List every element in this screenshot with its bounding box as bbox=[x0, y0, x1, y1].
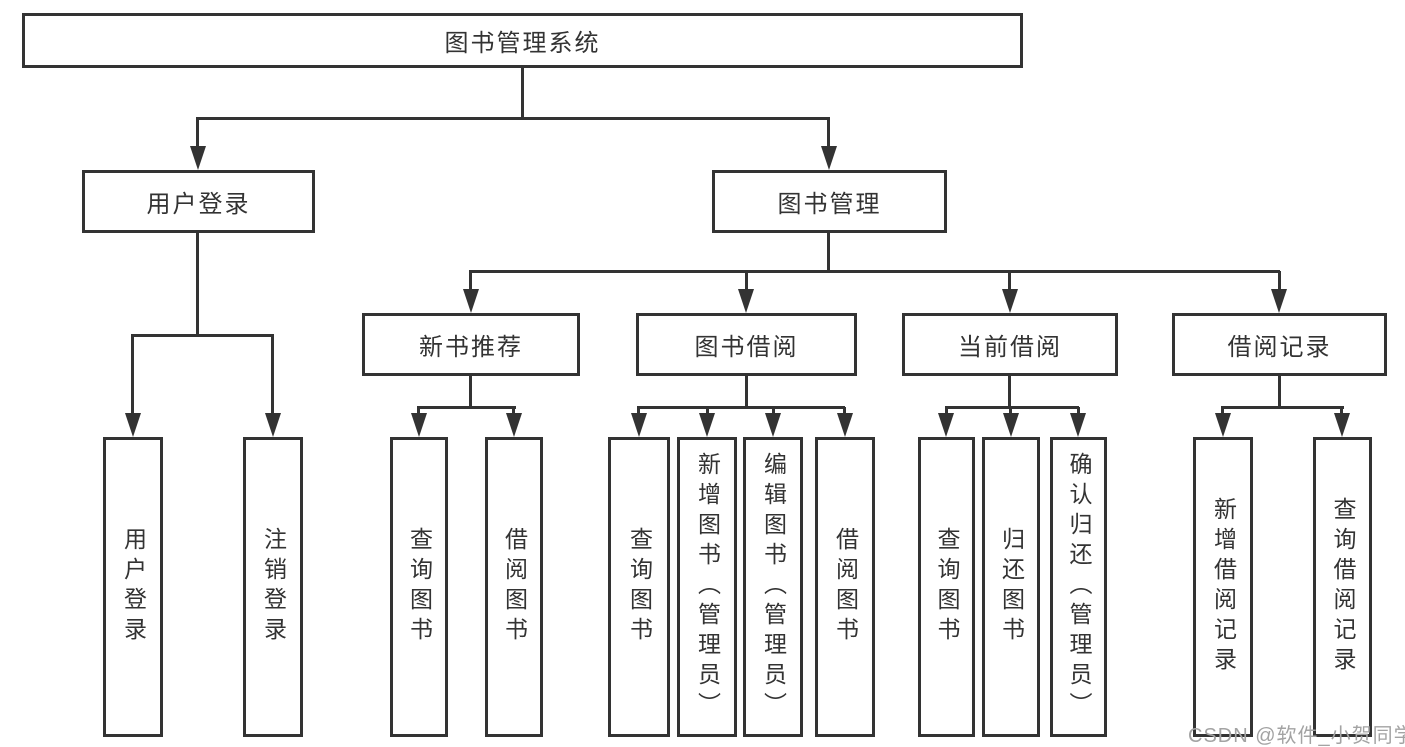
connector-rail-new-book-recommend bbox=[417, 406, 516, 409]
arrow-shaft bbox=[417, 407, 420, 417]
connector-rail-current-borrowing bbox=[945, 406, 1079, 409]
arrowhead-down-icon bbox=[411, 413, 427, 437]
node-book-management: 图书管理 bbox=[712, 170, 947, 233]
arrowhead-down-icon bbox=[1271, 289, 1287, 313]
leaf-query-books-recommend: 查询图书 bbox=[390, 437, 448, 737]
leaf-label: 查询图书 bbox=[934, 527, 960, 647]
arrowhead-down-icon bbox=[1003, 413, 1019, 437]
node-book-borrowing: 图书借阅 bbox=[636, 313, 857, 376]
connector-rail-level3 bbox=[469, 270, 1280, 273]
node-new-book-recommend: 新书推荐 bbox=[362, 313, 580, 376]
arrowhead-down-icon bbox=[765, 413, 781, 437]
connector-stem-current-borrowing bbox=[1008, 376, 1011, 407]
arrowhead-down-icon bbox=[631, 413, 647, 437]
arrow-shaft bbox=[512, 407, 515, 417]
leaf-borrow-books-borrow: 借阅图书 bbox=[815, 437, 875, 737]
leaf-label: 用户登录 bbox=[120, 527, 147, 647]
leaf-label: 新增借阅记录 bbox=[1210, 497, 1237, 677]
arrow-shaft bbox=[706, 407, 709, 417]
arrow-shaft bbox=[945, 407, 948, 417]
leaf-label: 借阅图书 bbox=[501, 527, 528, 647]
node-root: 图书管理系统 bbox=[22, 13, 1023, 68]
leaf-label: 注销登录 bbox=[260, 527, 287, 647]
leaf-label: 查询图书 bbox=[626, 527, 653, 647]
connector-stem-book-borrowing bbox=[745, 376, 748, 407]
arrow-shaft bbox=[1077, 407, 1080, 417]
leaf-borrow-books-recommend: 借阅图书 bbox=[485, 437, 543, 737]
arrow-shaft bbox=[469, 271, 472, 293]
arrowhead-down-icon bbox=[506, 413, 522, 437]
arrowhead-down-icon bbox=[837, 413, 853, 437]
arrow-shaft bbox=[745, 271, 748, 293]
arrow-shaft bbox=[1221, 407, 1224, 417]
connector-rail-borrowing-records bbox=[1221, 406, 1344, 409]
arrowhead-down-icon bbox=[821, 146, 837, 170]
leaf-edit-book-admin: 编辑图书（管理员） bbox=[743, 437, 803, 737]
arrowhead-down-icon bbox=[265, 413, 281, 437]
leaf-query-borrow-record: 查询借阅记录 bbox=[1313, 437, 1372, 737]
connector-stem-book-management bbox=[827, 233, 830, 271]
arrowhead-down-icon bbox=[738, 289, 754, 313]
node-user-login: 用户登录 bbox=[82, 170, 315, 233]
arrowhead-down-icon bbox=[463, 289, 479, 313]
connector-stem-user-login bbox=[196, 233, 199, 336]
arrow-shaft bbox=[827, 118, 830, 150]
leaf-confirm-return-admin: 确认归还（管理员） bbox=[1050, 437, 1107, 737]
arrow-shaft bbox=[1278, 271, 1281, 293]
leaf-query-books-current: 查询图书 bbox=[918, 437, 975, 737]
connector-stem-borrowing-records bbox=[1278, 376, 1281, 407]
connector-rail-user-login bbox=[131, 334, 274, 337]
arrowhead-down-icon bbox=[699, 413, 715, 437]
arrow-shaft bbox=[772, 407, 775, 417]
arrowhead-down-icon bbox=[1002, 289, 1018, 313]
leaf-add-book-admin: 新增图书（管理员） bbox=[677, 437, 737, 737]
arrow-shaft bbox=[843, 407, 846, 417]
arrow-shaft bbox=[637, 407, 640, 417]
arrow-shaft bbox=[196, 118, 199, 150]
connector-rail-book-borrowing bbox=[637, 406, 845, 409]
arrow-shaft bbox=[271, 335, 274, 417]
connector-stem-root bbox=[521, 68, 524, 118]
arrow-shaft bbox=[1008, 271, 1011, 293]
leaf-label: 归还图书 bbox=[998, 527, 1025, 647]
arrowhead-down-icon bbox=[125, 413, 141, 437]
arrowhead-down-icon bbox=[938, 413, 954, 437]
leaf-add-borrow-record: 新增借阅记录 bbox=[1193, 437, 1253, 737]
arrowhead-down-icon bbox=[190, 146, 206, 170]
leaf-user-login: 用户登录 bbox=[103, 437, 163, 737]
connector-rail-level2 bbox=[196, 117, 830, 120]
node-borrowing-records: 借阅记录 bbox=[1172, 313, 1387, 376]
leaf-label: 查询借阅记录 bbox=[1330, 497, 1356, 677]
leaf-query-books-borrow: 查询图书 bbox=[608, 437, 670, 737]
leaf-label: 编辑图书（管理员） bbox=[760, 452, 787, 722]
leaf-label: 借阅图书 bbox=[832, 527, 859, 647]
arrow-shaft bbox=[1340, 407, 1343, 417]
leaf-label: 新增图书（管理员） bbox=[694, 452, 721, 722]
arrowhead-down-icon bbox=[1334, 413, 1350, 437]
leaf-label: 确认归还（管理员） bbox=[1066, 452, 1092, 722]
leaf-logout: 注销登录 bbox=[243, 437, 303, 737]
arrowhead-down-icon bbox=[1070, 413, 1086, 437]
arrow-shaft bbox=[1009, 407, 1012, 417]
connector-stem-new-book-recommend bbox=[469, 376, 472, 407]
leaf-return-books: 归还图书 bbox=[982, 437, 1040, 737]
arrowhead-down-icon bbox=[1215, 413, 1231, 437]
arrow-shaft bbox=[131, 335, 134, 417]
leaf-label: 查询图书 bbox=[406, 527, 433, 647]
csdn-watermark: CSDN @软件_小贺同学 bbox=[1188, 725, 1405, 747]
node-current-borrowing: 当前借阅 bbox=[902, 313, 1118, 376]
